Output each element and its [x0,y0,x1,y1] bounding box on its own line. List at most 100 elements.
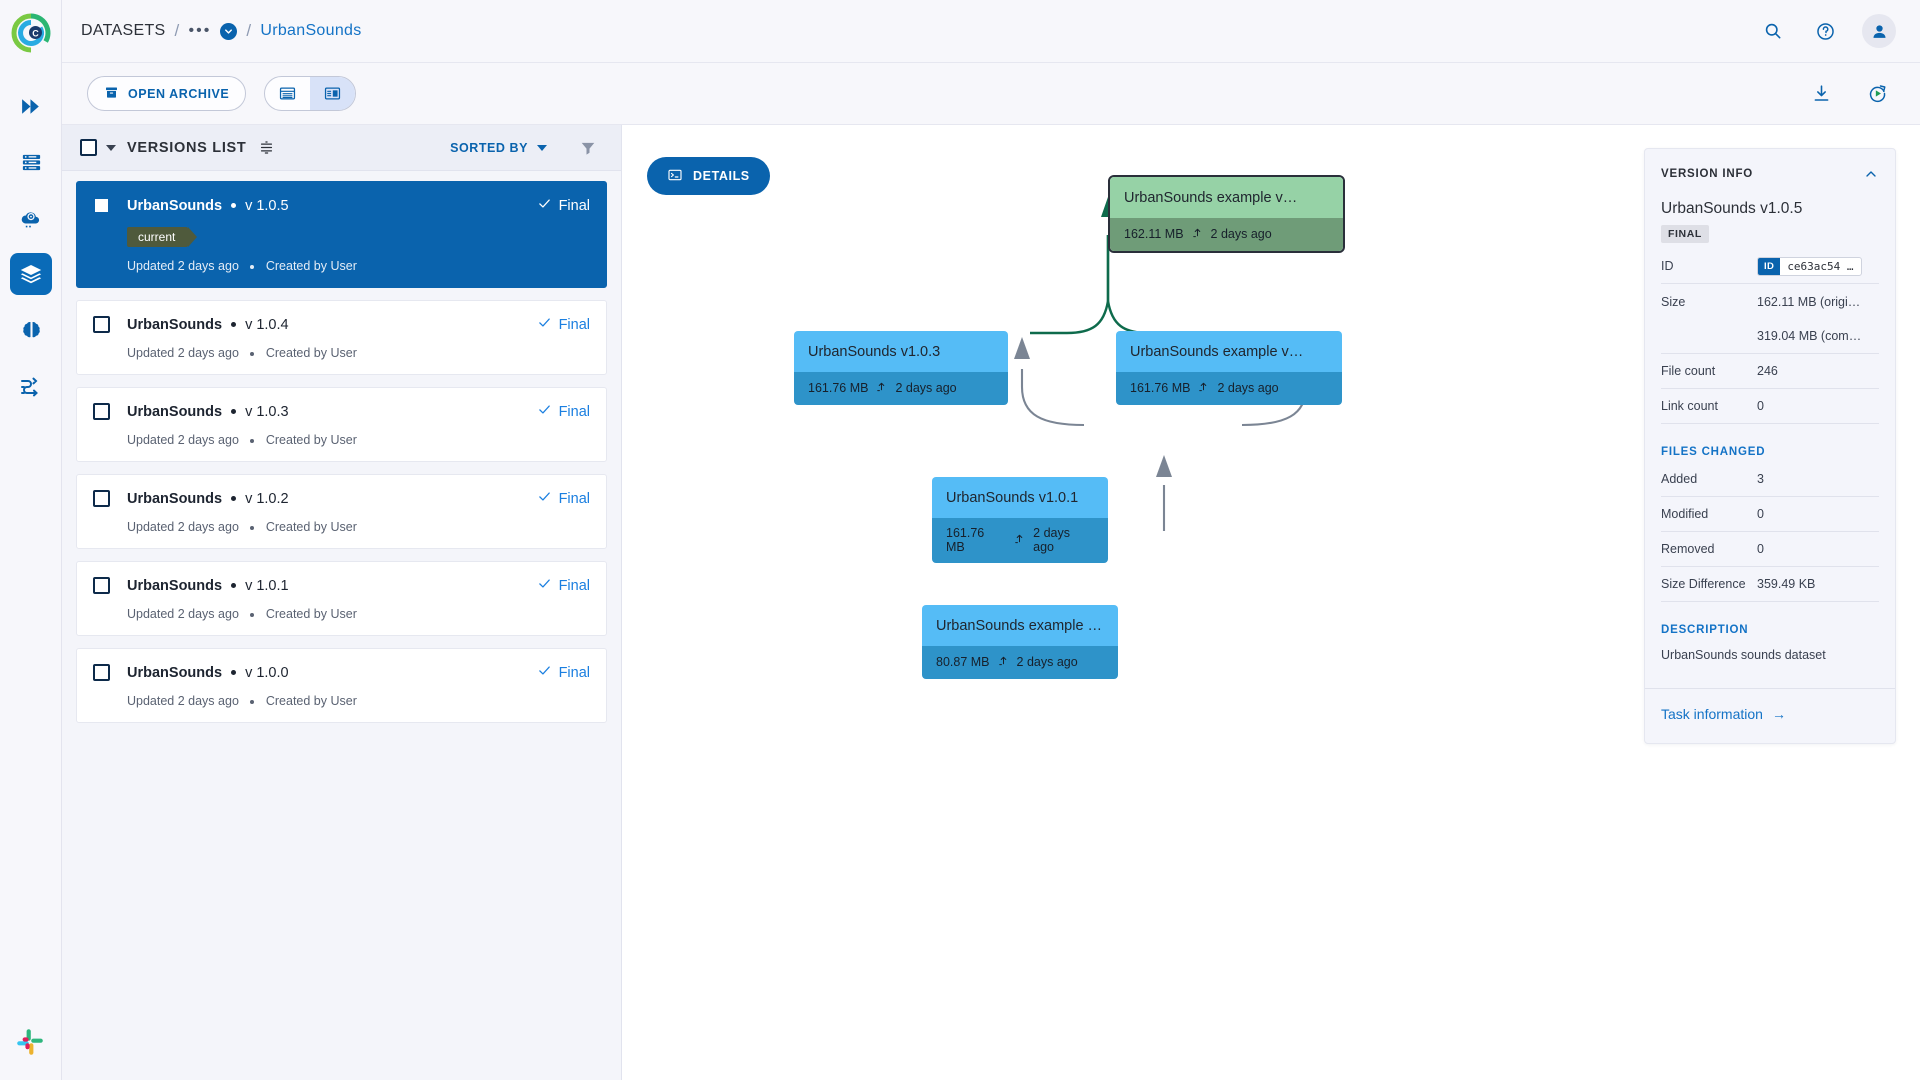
version-creator: Created by User [265,520,357,534]
info-row-value: 246 [1757,364,1778,378]
graph-node[interactable]: UrbanSounds v1.0.3 161.76 MB 2 days ago [794,331,1008,405]
clearml-c-logo-icon[interactable]: C [8,10,54,56]
details-button[interactable]: DETAILS [647,157,770,195]
versions-panel-header: VERSIONS LIST SORTED BY [62,125,621,171]
sidebar-item-pipelines[interactable] [0,78,62,134]
status-badge: Final [537,576,590,595]
top-header: DATASETS / ••• / UrbanSounds [62,0,1920,63]
sidebar-item-workers-queues[interactable] [0,134,62,190]
upload-arrow-icon [997,654,1010,670]
info-row-modified: Modified 0 [1661,497,1879,532]
graph-node-meta: 161.76 MB 2 days ago [932,518,1108,563]
chevron-up-icon[interactable] [1863,166,1879,182]
version-checkbox[interactable] [93,490,110,507]
graph-node[interactable]: UrbanSounds example v… 162.11 MB 2 days … [1108,175,1345,253]
check-icon [537,315,552,334]
version-name: UrbanSounds [127,577,223,594]
version-card-header: UrbanSounds v 1.0.1 Final [93,576,590,595]
breadcrumb-current[interactable]: UrbanSounds [260,22,362,39]
auto-refresh-icon[interactable] [1862,79,1892,109]
version-checkbox[interactable] [93,403,110,420]
info-row-key: Modified [1661,507,1709,521]
separator-dot [231,322,237,327]
select-all-checkbox[interactable] [80,139,97,156]
version-checkbox[interactable] [93,316,110,333]
id-chip[interactable]: ID ce63ac54 … [1757,256,1862,276]
separator-dot [250,351,255,356]
version-card[interactable]: UrbanSounds v 1.0.5 Final current Update… [76,181,607,288]
graph-node-time: 2 days ago [895,381,957,395]
split-view-icon[interactable] [310,77,356,110]
version-card[interactable]: UrbanSounds v 1.0.2 Final Updated 2 days… [76,474,607,549]
versions-list-title: VERSIONS LIST [127,139,247,156]
filter-icon[interactable] [579,139,597,157]
sidebar-item-datasets[interactable] [0,246,62,302]
breadcrumb-root[interactable]: DATASETS [81,22,166,39]
version-number: v 1.0.5 [245,197,289,214]
version-name: UrbanSounds [127,403,223,420]
view-toggle-group [264,76,357,111]
graph-node-title: UrbanSounds example v… [922,605,1118,646]
version-card[interactable]: UrbanSounds v 1.0.3 Final Updated 2 days… [76,387,607,462]
sorted-by-dropdown[interactable]: SORTED BY [450,141,547,155]
graph-node[interactable]: UrbanSounds v1.0.1 161.76 MB 2 days ago [932,477,1108,563]
info-row-value: 319.04 MB (com… [1757,329,1862,343]
version-card-header: UrbanSounds v 1.0.3 Final [93,402,590,421]
status-label: Final [558,403,590,420]
header-actions [1758,14,1896,48]
breadcrumb-ellipsis[interactable]: ••• [188,22,212,39]
version-meta: Updated 2 days ago Created by User [127,520,590,534]
graph-node[interactable]: UrbanSounds example v… 80.87 MB 2 days a… [922,605,1118,679]
sorted-by-label: SORTED BY [450,140,528,155]
version-card[interactable]: UrbanSounds v 1.0.0 Final Updated 2 days… [76,648,607,723]
info-row-size-compressed: 319.04 MB (com… [1661,319,1879,354]
help-circle-icon[interactable] [1810,16,1840,46]
check-icon [537,402,552,421]
version-creator: Created by User [265,433,357,447]
upload-arrow-icon [875,380,888,396]
version-checkbox[interactable] [93,577,110,594]
sidebar-item-models[interactable] [0,302,62,358]
graph-node-title: UrbanSounds v1.0.1 [932,477,1108,518]
version-checkbox[interactable] [93,197,110,214]
info-row-value: 0 [1757,542,1764,556]
version-checkbox[interactable] [93,664,110,681]
list-view-icon[interactable] [265,77,310,110]
version-number: v 1.0.4 [245,316,289,333]
rail-item-list [0,78,62,414]
slack-icon[interactable] [14,1026,46,1058]
upload-arrow-icon [1197,380,1210,396]
search-icon[interactable] [1758,16,1788,46]
graph-node[interactable]: UrbanSounds example v… 161.76 MB 2 days … [1116,331,1342,405]
files-changed-title: FILES CHANGED [1661,446,1766,458]
layers-stack-icon [19,262,43,286]
graph-node-size: 80.87 MB [936,655,990,669]
sidebar-item-applications[interactable] [0,190,62,246]
upload-arrow-icon [1013,532,1026,548]
task-information-link[interactable]: Task information → [1661,706,1786,722]
info-row-key: Size [1661,294,1686,309]
sidebar-item-orchestration[interactable] [0,358,62,414]
open-archive-button[interactable]: OPEN ARCHIVE [87,76,247,111]
chevron-down-circle-icon[interactable] [220,22,238,40]
graph-node-time: 2 days ago [1033,526,1070,554]
version-info-header: VERSION INFO [1645,149,1895,190]
version-creator: Created by User [265,259,357,273]
user-avatar-icon[interactable] [1862,14,1896,48]
status-badge: Final [537,663,590,682]
version-card[interactable]: UrbanSounds v 1.0.4 Final Updated 2 days… [76,300,607,375]
version-number: v 1.0.3 [245,403,289,420]
versions-panel: VERSIONS LIST SORTED BY [62,125,622,1080]
status-label: Final [558,577,590,594]
info-row-added: Added 3 [1661,462,1879,497]
caret-down-icon[interactable] [106,144,116,151]
sort-settings-icon[interactable] [258,139,275,156]
status-label: Final [558,197,590,214]
download-icon[interactable] [1806,79,1836,109]
version-card[interactable]: UrbanSounds v 1.0.1 Final Updated 2 days… [76,561,607,636]
status-badge: Final [537,315,590,334]
version-meta: Updated 2 days ago Created by User [127,607,590,621]
separator-dot [250,438,255,443]
version-updated: Updated 2 days ago [127,607,239,621]
